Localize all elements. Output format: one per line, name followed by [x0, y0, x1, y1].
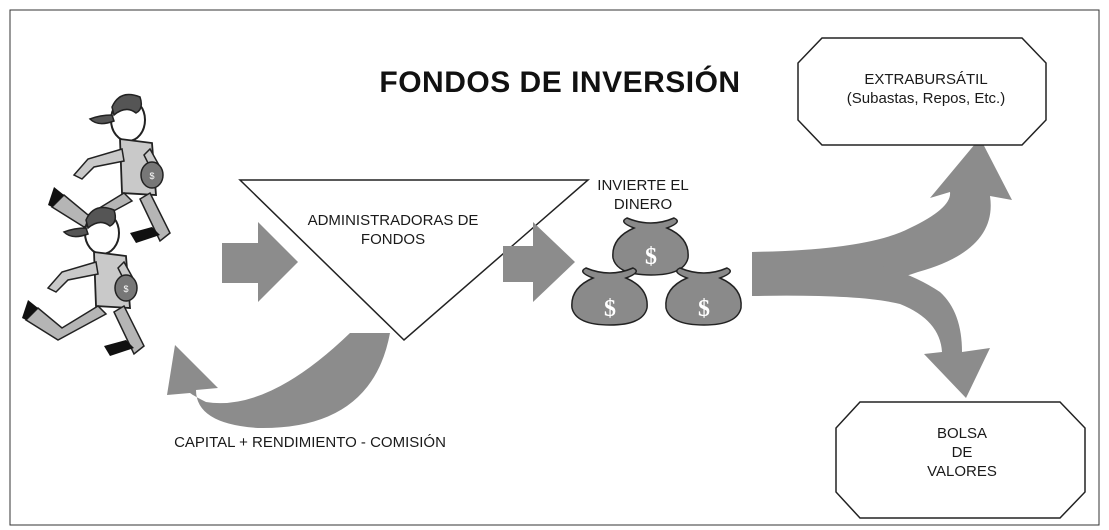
arrow-to-fund-managers [222, 222, 298, 302]
invest-money-line-2: DINERO [613, 195, 673, 213]
invest-money-line-1: INVIERTE EL [597, 177, 689, 194]
stock-exchange-line-1: BOLSA [936, 425, 988, 442]
fund-managers-line-1: ADMINISTRADORAS DE [307, 212, 479, 229]
svg-text:$: $ [149, 171, 154, 181]
running-investor-icon: $ [48, 93, 171, 243]
running-investor-icon: $ [22, 206, 145, 356]
otc-market-line-2: (Subastas, Repos, Etc.) [846, 89, 1006, 107]
diagram-frame [9, 9, 1100, 526]
invest-money-label: INVIERTE EL DINERO [568, 177, 718, 215]
return-label: CAPITAL + RENDIMIENTO - COMISIÓN [174, 434, 446, 451]
stock-exchange-line-2: DE [951, 443, 973, 461]
stock-exchange-line-3: VALORES [927, 462, 997, 480]
money-bag-icon: $ [612, 217, 689, 276]
stock-exchange-box [835, 401, 1086, 519]
fund-managers-line-2: FONDOS [360, 230, 426, 248]
otc-market-box [797, 37, 1047, 146]
otc-market-line-1: EXTRABURSÁTIL [864, 71, 988, 88]
fund-managers-triangle [238, 179, 591, 342]
svg-text:$: $ [645, 244, 657, 270]
stock-exchange-label: BOLSA DE VALORES [842, 425, 1082, 481]
arrow-to-money-bags [503, 222, 575, 302]
diagram-title: FONDOS DE INVERSIÓN [379, 66, 741, 99]
otc-market-label: EXTRABURSÁTIL (Subastas, Repos, Etc.) [806, 71, 1046, 109]
fund-managers-label: ADMINISTRADORAS DE FONDOS [258, 212, 528, 250]
svg-text:$: $ [604, 296, 616, 322]
money-bag-icon: $ [571, 267, 648, 326]
svg-text:$: $ [123, 284, 128, 294]
svg-text:$: $ [698, 296, 710, 322]
split-arrow-lower [752, 251, 990, 398]
return-arrow [167, 333, 390, 429]
money-bag-icon: $ [665, 267, 742, 326]
